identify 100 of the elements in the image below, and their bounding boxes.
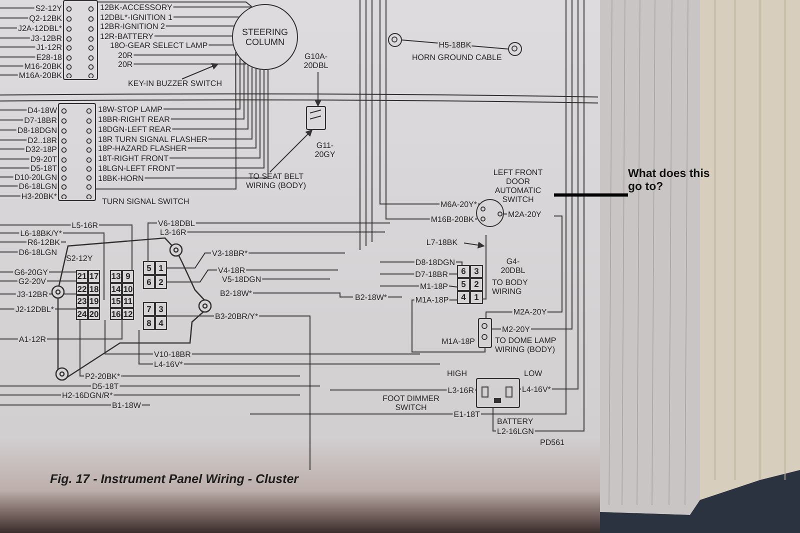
pin-number: 5: [457, 278, 470, 291]
wire-label: 12DBL*-IGNITION 1: [100, 12, 172, 22]
connector-caption: TO DOME LAMP WIRING (BODY): [495, 336, 558, 354]
pin-number: 24: [76, 308, 88, 320]
leader-arrow: [314, 72, 322, 107]
wire-label: M2-20Y: [502, 324, 530, 334]
wire-label: 18DGN-LEFT REAR: [98, 124, 172, 134]
wire-label: J3-12BR: [30, 34, 62, 42]
annotation-line: [554, 193, 628, 197]
wire-label: D5-18T: [30, 164, 57, 172]
pin-number: 10: [122, 282, 134, 295]
wire-label: H2-16DGN/R*: [62, 390, 113, 400]
wire-label: L4-16V*: [522, 384, 551, 394]
wire-label: D10-20LGN: [14, 172, 57, 182]
wire-label: M6A-20Y*: [440, 200, 477, 208]
leader-arrow: [182, 63, 219, 80]
wire-label: J1-12R: [36, 42, 62, 52]
wire-label: V3-18BR*: [212, 248, 248, 258]
pin-number: 3: [155, 302, 167, 316]
pin-number: 13: [110, 270, 122, 282]
leader-arrow: [270, 129, 313, 172]
wire-label: 18W-STOP LAMP: [98, 104, 162, 114]
node-text: L7-18BK: [425, 238, 459, 247]
pin-number: 1: [470, 291, 483, 304]
wire-label: E28-18: [36, 52, 62, 62]
wire-label: J2-12DBL*: [15, 304, 54, 314]
wire-label: L3-16R: [448, 386, 474, 394]
wire-label: Q2-12BK: [29, 14, 62, 22]
figure-code: PD561: [540, 438, 564, 446]
pin-number: 7: [143, 302, 155, 316]
wire-label: J2A-12DBL*: [18, 24, 62, 32]
connector-caption: HIGH: [447, 369, 467, 378]
connector-caption: FOOT DIMMER SWITCH: [382, 394, 440, 412]
connector-plug: [63, 0, 98, 80]
connector-caption: TO BODY WIRING: [492, 278, 529, 296]
pin-number: 6: [457, 265, 470, 278]
wire-label: B3-20BR/Y*: [215, 312, 258, 320]
wire-label: M16B-20BK: [430, 214, 474, 224]
wire-label: 18P-HAZARD FLASHER: [98, 144, 187, 152]
seat-belt-connector: [306, 106, 326, 130]
wire-label: D9-20T: [30, 154, 57, 164]
pin-number: 20: [88, 308, 100, 320]
wire-label: L6-18BK/Y*: [20, 228, 62, 238]
pin-number: 12: [122, 308, 134, 320]
leader-arrow: [464, 242, 485, 249]
connector-plug: [58, 103, 96, 201]
pin-number: 23: [76, 295, 88, 308]
ring-terminal: [508, 42, 522, 56]
connector-block: [110, 270, 134, 320]
wire-label: D8-18DGN: [17, 126, 57, 134]
wire-label: M1A-18P: [442, 336, 475, 346]
pin-number: 21: [76, 270, 88, 282]
wire-label: V6-18DBL: [158, 218, 195, 228]
wire-label: M2A-20Y: [508, 210, 542, 218]
wire-label: P2-20BK*: [85, 372, 120, 380]
connector-block: [143, 261, 167, 289]
pin-number: 15: [110, 295, 122, 308]
wire-label: 20R: [118, 60, 133, 68]
wire-label: 18T-RIGHT FRONT: [98, 154, 169, 162]
node-text: G10A- 20DBL: [302, 52, 330, 70]
wire-label: H3-20BK*: [21, 192, 57, 200]
wire-label: J3-12BR: [16, 290, 48, 298]
pin-number: 14: [110, 282, 122, 295]
pin-number: 2: [470, 278, 483, 291]
connector-caption: LOW: [524, 369, 542, 378]
pin-number: 2: [155, 275, 167, 289]
wire-label: M1-18P: [420, 282, 448, 290]
wire-label: G6-20GY: [14, 268, 48, 276]
wire-label: D32-18P: [25, 144, 57, 154]
pin-number: 9: [122, 270, 134, 282]
wire-label: 12BK-ACCESSORY: [100, 2, 172, 12]
wire-label: D4-18W: [28, 106, 57, 114]
pin-number: 22: [76, 282, 88, 295]
wire-bundle: [96, 52, 236, 190]
connector-block: [76, 270, 100, 320]
connector-block: [143, 302, 167, 330]
connector-caption: TURN SIGNAL SWITCH: [102, 197, 190, 206]
pin-number: 16: [110, 308, 122, 320]
pin-number: 4: [457, 291, 470, 304]
cable-caption: HORN GROUND CABLE: [412, 52, 502, 62]
pin-number: 4: [155, 316, 167, 330]
wire-label: M16A-20BK: [18, 70, 62, 80]
wire-label: D6-18LGN: [18, 248, 57, 256]
pin-number: 17: [88, 270, 100, 282]
pin-number: 8: [143, 316, 155, 330]
steering-column-circle: [232, 4, 298, 70]
pin-number: 5: [143, 261, 155, 275]
pin-number: 3: [470, 265, 483, 278]
wire-label: B2-18W*: [355, 292, 388, 302]
wire-label: D5-18T: [92, 382, 119, 390]
wire-label: D7-18BR: [24, 116, 57, 124]
dimmer-switch: [476, 378, 520, 408]
edge-label: M2A-20Y: [512, 308, 548, 316]
wire-label: V4-18R: [218, 266, 246, 274]
pin-number: 18: [88, 282, 100, 295]
wire-label: B2-18W*: [220, 288, 252, 298]
wire-label: V10-18BR: [154, 350, 191, 358]
wire-label: G11- 20GY: [314, 141, 336, 159]
wire-label: 12BR-IGNITION 2: [100, 22, 165, 30]
wire-bundle: [98, 2, 252, 8]
